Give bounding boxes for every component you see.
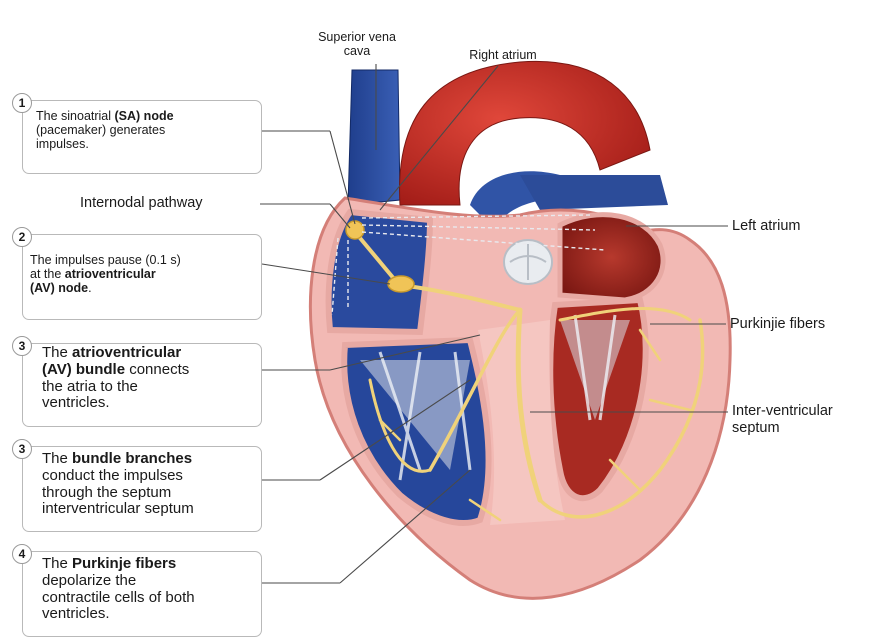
step-text-1: The sinoatrial (SA) node (pacemaker) gen… bbox=[36, 109, 256, 151]
left-atrium-chamber bbox=[560, 215, 663, 300]
right-atrium-chamber bbox=[329, 212, 430, 332]
label-left-atrium: Left atrium bbox=[732, 218, 801, 235]
step-text-3: The atrioventricular (AV) bundle connect… bbox=[42, 345, 258, 412]
superior-vena-cava-vessel bbox=[348, 70, 400, 205]
label-superior-vena-cava: Superior vena cava bbox=[312, 30, 402, 59]
step-number-3: 3 bbox=[12, 336, 32, 356]
label-internodal-pathway: Internodal pathway bbox=[80, 195, 203, 212]
step-number-4: 3 bbox=[12, 439, 32, 459]
step-number-1: 1 bbox=[12, 93, 32, 113]
step-text-2: The impulses pause (0.1 s) at the atriov… bbox=[30, 253, 258, 295]
label-inter-ventricular-septum: Inter-ventricular septum bbox=[732, 403, 833, 436]
step-text-5: The Purkinje fibers depolarize the contr… bbox=[42, 556, 260, 623]
label-purkinjie-fibers: Purkinjie fibers bbox=[730, 316, 825, 333]
step-number-5: 4 bbox=[12, 544, 32, 564]
step-text-4: The bundle branches conduct the impulses… bbox=[42, 451, 262, 518]
pulmonary-branch bbox=[520, 175, 668, 210]
label-right-atrium: Right atrium bbox=[448, 48, 558, 62]
step-number-2: 2 bbox=[12, 227, 32, 247]
av-node bbox=[388, 276, 414, 292]
